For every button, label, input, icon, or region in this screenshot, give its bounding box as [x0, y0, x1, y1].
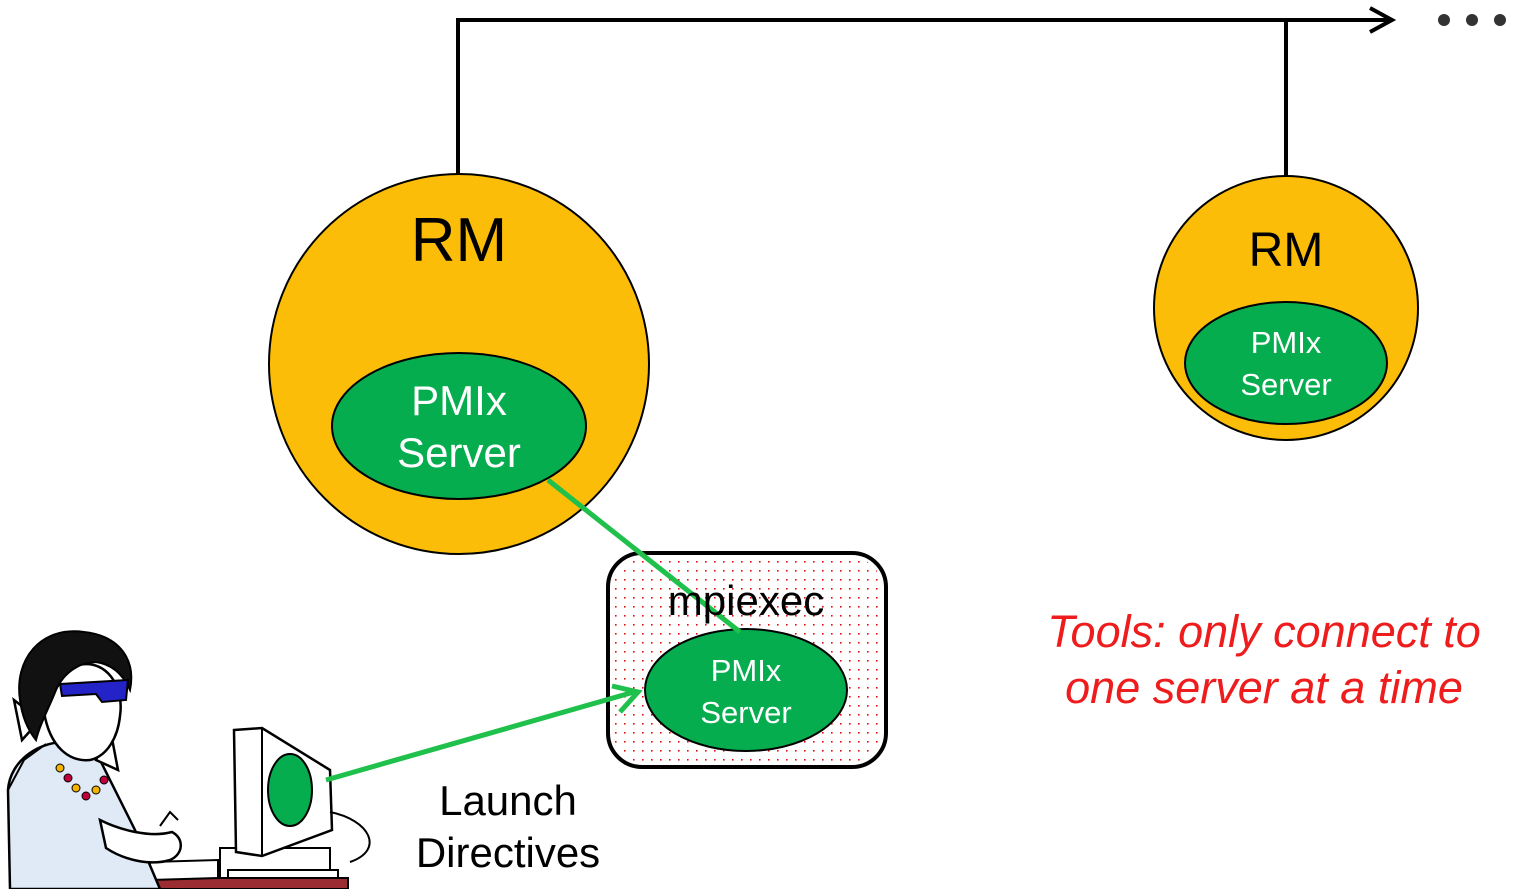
necklace	[55, 763, 109, 801]
pmix-right-line1: PMIx	[1250, 325, 1322, 360]
launch-label-line2: Directives	[415, 829, 601, 876]
pmix-mpiexec-line1: PMIx	[710, 653, 782, 688]
tools-note-line2: one server at a time	[1065, 662, 1463, 714]
launch-label-line1: Launch	[439, 777, 577, 824]
rm-left-label: RM	[410, 206, 508, 275]
launch-directives-arrow-line	[325, 689, 635, 783]
ellipsis-icon	[1438, 14, 1506, 26]
pmix-right-ellipse	[1184, 301, 1388, 425]
tool-user-illustration	[6, 630, 371, 891]
sunglasses-icon	[58, 678, 130, 704]
bus-arrowhead	[1369, 6, 1397, 34]
connector-pmix-to-mpiexec	[546, 478, 742, 634]
pmix-mpiexec-ellipse	[644, 628, 848, 752]
pmix-mpiexec-line2: Server	[700, 695, 792, 730]
pmix-right-line2: Server	[1240, 367, 1332, 402]
pmix-left-line2: Server	[397, 429, 521, 476]
pmix-left-ellipse	[331, 352, 587, 500]
mpiexec-label: mpiexec	[667, 577, 825, 624]
bus-line	[456, 18, 1390, 215]
rm-right-label: RM	[1248, 224, 1324, 277]
user-hair	[18, 630, 133, 743]
network-bus	[456, 6, 1506, 228]
pmix-left-line1: PMIx	[411, 377, 507, 424]
launch-directives-arrowhead	[611, 683, 643, 714]
tools-note-line1: Tools: only connect to	[1047, 606, 1481, 657]
user-hand	[98, 817, 182, 864]
user-body	[6, 740, 162, 891]
tools-note: Tools: only connect to one server at a t…	[1004, 604, 1524, 717]
monitor-screen	[267, 753, 313, 827]
